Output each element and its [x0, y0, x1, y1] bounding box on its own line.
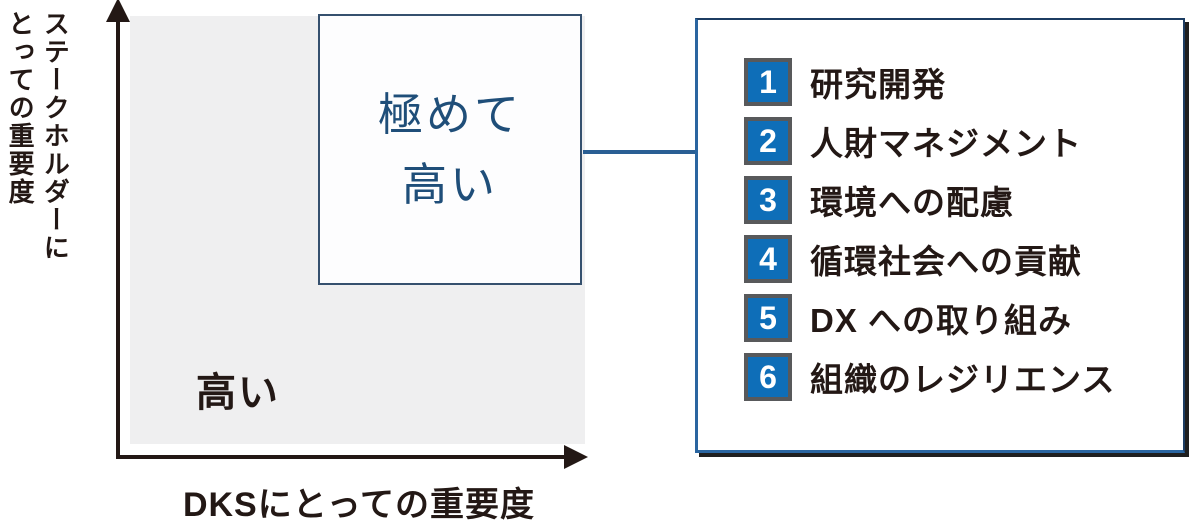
legend-item-label: 組織のレジリエンス — [810, 361, 1116, 398]
legend-item-label: DX への取り組み — [810, 302, 1073, 339]
connector-line — [583, 150, 695, 154]
quadrant-box-extremely-high: 極めて 高い — [318, 14, 582, 285]
extremely-high-line2: 高い — [401, 158, 498, 210]
legend-item-5: 5 DX への取り組み — [744, 294, 1183, 342]
chip-number: 4 — [759, 241, 777, 277]
number-chip-6: 6 — [744, 353, 792, 401]
y-axis-label-column-left: とっての重要度 — [5, 10, 36, 206]
legend-panel: 1 研究開発 2 人財マネジメント 3 環境への配慮 4 循環社会への貢献 5 — [695, 18, 1185, 453]
legend-item-label: 環境への配慮 — [810, 184, 1014, 221]
y-axis-label-column-right: ステークホルダーに — [40, 10, 71, 262]
chip-number: 3 — [759, 182, 777, 218]
number-chip-2: 2 — [744, 117, 792, 165]
chip-number: 2 — [759, 123, 777, 159]
x-axis-label: DKSにとっての重要度 — [182, 486, 536, 522]
legend-item-label: 人財マネジメント — [810, 125, 1082, 162]
legend-item-4: 4 循環社会への貢献 — [744, 235, 1183, 283]
quadrant-label-high: 高い — [196, 371, 280, 415]
number-chip-1: 1 — [744, 58, 792, 106]
quadrant-label-extremely-high: 極めて 高い — [378, 80, 522, 220]
chip-number: 6 — [759, 359, 777, 395]
y-axis-arrow-icon — [106, 0, 130, 22]
x-axis-line — [116, 455, 568, 459]
chip-number: 1 — [759, 64, 777, 100]
extremely-high-line1: 極めて — [377, 88, 522, 140]
legend-item-label: 研究開発 — [810, 66, 946, 103]
x-axis-arrow-icon — [564, 445, 588, 469]
y-axis-label: ステークホルダーに とっての重要度 — [2, 10, 72, 360]
legend-item-3: 3 環境への配慮 — [744, 176, 1183, 224]
legend-item-6: 6 組織のレジリエンス — [744, 353, 1183, 401]
legend-item-label: 循環社会への貢献 — [810, 243, 1082, 280]
legend-item-2: 2 人財マネジメント — [744, 117, 1183, 165]
legend-item-1: 1 研究開発 — [744, 58, 1183, 106]
chip-number: 5 — [759, 300, 777, 336]
number-chip-5: 5 — [744, 294, 792, 342]
y-axis-line — [116, 16, 120, 459]
number-chip-3: 3 — [744, 176, 792, 224]
number-chip-4: 4 — [744, 235, 792, 283]
